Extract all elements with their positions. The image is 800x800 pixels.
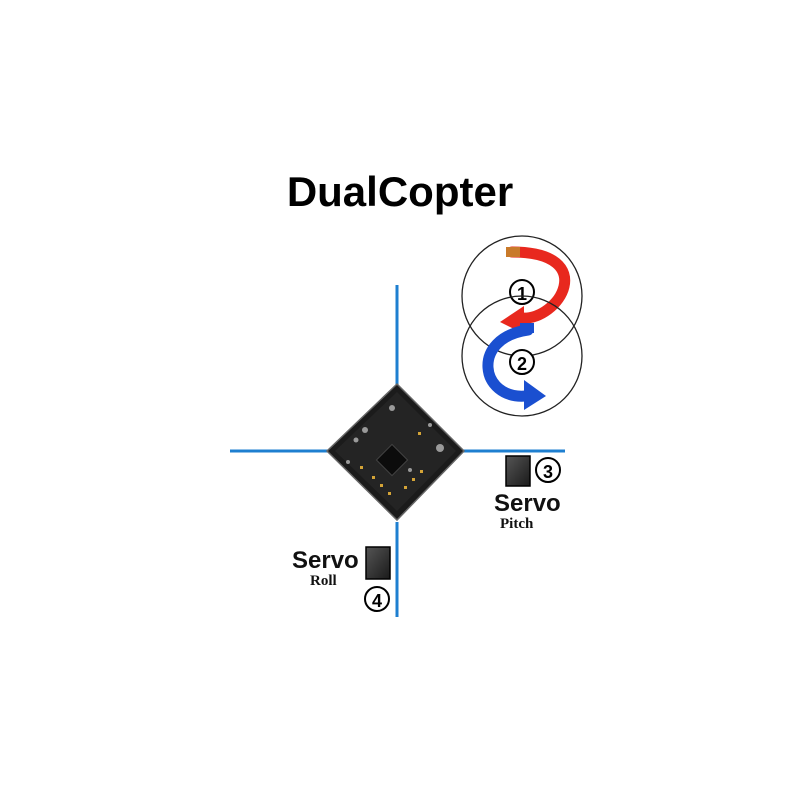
axis-lines [230, 285, 565, 617]
servo-4-label: Servo [292, 547, 359, 574]
blue-rotation-arrow-icon [482, 324, 534, 402]
motor-2-number: 2 [517, 354, 527, 374]
motor-1-number: 1 [517, 284, 527, 304]
servo-4-block [365, 546, 391, 580]
flight-controller-board [325, 382, 466, 522]
servo-3-number: 3 [543, 462, 553, 482]
servo-3-block [505, 455, 531, 487]
servo-3-sublabel: Pitch [500, 516, 534, 532]
servo-4: 4 [364, 546, 391, 612]
diagram-title: DualCopter [286, 168, 514, 215]
red-rotation-arrow-icon [506, 246, 571, 324]
servo-3-label: Servo [494, 490, 561, 517]
servo-4-sublabel: Roll [310, 573, 337, 589]
servo-3: 3 [505, 455, 561, 487]
servo-4-number: 4 [372, 591, 382, 611]
motor-2: 2 [461, 295, 583, 417]
